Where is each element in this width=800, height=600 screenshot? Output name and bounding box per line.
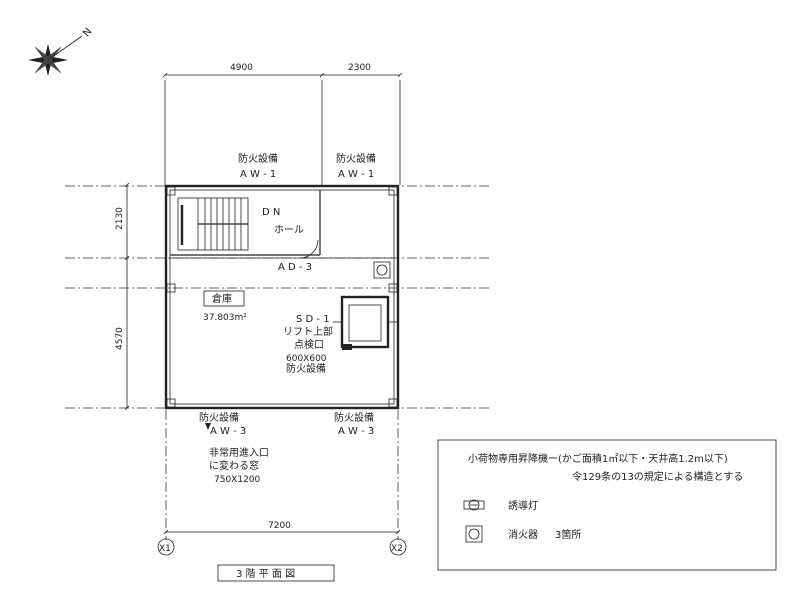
plan-labels: 防火設備 A W - 1 防火設備 A W - 1 D N ホール A D - … (199, 152, 376, 485)
legend-box: 小荷物専用昇降機ー(かご面積1㎡以下・天井高1.2m以下) 令129条の13の規… (437, 439, 777, 571)
north-label: N (81, 26, 94, 39)
label-emergency-2: に変わる窓 (209, 459, 259, 472)
label-storage: 倉庫 (212, 292, 232, 305)
emergency-marker (205, 423, 211, 430)
bottom-dimension: 7200 (163, 521, 401, 535)
storage-label-box (203, 290, 245, 307)
label-fire-center: 防火設備 (286, 362, 326, 375)
label-lift-top: リフト上部 (283, 325, 333, 338)
dim-top-right: 2300 (348, 63, 371, 73)
label-fire-bottom-right: 防火設備 (334, 411, 374, 424)
label-storage-area: 37.803m² (203, 313, 247, 323)
label-fire-top-left: 防火設備 (238, 152, 278, 165)
label-emergency-1: 非常用進入口 (209, 446, 269, 459)
label-sd1: S D - 1 (296, 314, 330, 325)
compass-icon: N (28, 26, 94, 76)
grid-x1: X1 (159, 544, 171, 554)
label-emergency-3: 750X1200 (214, 475, 261, 485)
label-size: 600X600 (286, 354, 327, 364)
label-aw1-left: A W - 1 (240, 169, 276, 180)
label-fire-bottom-left: 防火設備 (199, 411, 239, 424)
grid-lines (65, 185, 490, 540)
label-ad3: A D - 3 (278, 262, 312, 273)
label-aw3-left: A W - 3 (210, 426, 246, 437)
legend-subheading: 令129条の13の規定による構造とする (572, 470, 743, 483)
dim-left-upper: 2130 (115, 207, 125, 230)
legend-extinguisher-count: 3箇所 (555, 528, 581, 541)
top-dimension: 4900 2300 (162, 63, 403, 185)
dim-left-lower: 4570 (115, 327, 125, 350)
title-text: 3 階 平 面 図 (236, 568, 295, 580)
label-dn: D N (262, 207, 280, 218)
lift-shaft (333, 295, 398, 350)
dim-top-left: 4900 (230, 63, 253, 73)
drawing-title: 3 階 平 面 図 (217, 564, 335, 582)
building-walls (164, 184, 400, 410)
legend-guide-light: 誘導灯 (508, 499, 538, 512)
legend-heading: 小荷物専用昇降機ー(かご面積1㎡以下・天井高1.2m以下) (468, 452, 728, 465)
staircase (177, 197, 249, 251)
guide-light-icon (463, 499, 485, 511)
label-aw1-right: A W - 1 (338, 169, 374, 180)
label-hall: ホール (274, 224, 304, 236)
legend-extinguisher: 消火器 (508, 528, 538, 541)
grid-bubbles: X1 X2 (157, 538, 407, 556)
label-inspection: 点検口 (294, 338, 324, 351)
grid-x2: X2 (391, 544, 403, 554)
label-fire-top-right: 防火設備 (336, 152, 376, 165)
label-aw3-right: A W - 3 (338, 426, 374, 437)
dim-bottom: 7200 (268, 521, 291, 531)
legend-extinguisher-icon (465, 525, 483, 543)
extinguisher-icon (373, 261, 391, 279)
left-dimension: 2130 4570 (115, 182, 130, 411)
ad3-door-swing (299, 239, 319, 259)
